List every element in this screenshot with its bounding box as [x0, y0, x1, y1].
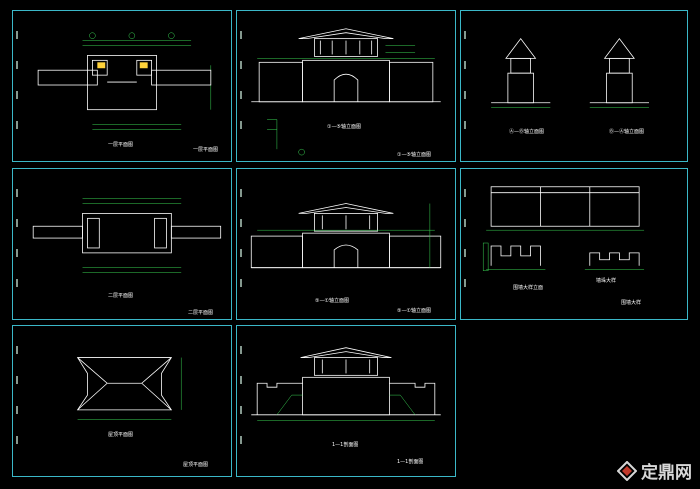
sheet-edge-tick	[240, 279, 242, 287]
sheet-first-floor-plan[interactable]: 一层平面图 一层平面图	[12, 10, 232, 162]
sheet-edge-tick	[240, 189, 242, 197]
sheet-edge-tick	[16, 279, 18, 287]
elevation-5-1-drawing	[250, 203, 442, 269]
sheet-edge-tick	[16, 61, 18, 69]
sheet-note: 二层平面图	[188, 310, 214, 316]
sheet-title-a: Ⓐ—Ⓑ轴立面图	[509, 129, 545, 135]
sheet-title: ①—⑤轴立面图	[327, 124, 361, 130]
sheet-title: ⑤—①轴立面图	[315, 298, 349, 304]
sheet-note: 围墙大样	[621, 300, 642, 306]
sheet-edge-tick	[240, 346, 242, 354]
sheet-section-1-1[interactable]: 1—1剖面图 1—1剖面图	[236, 325, 456, 477]
sheet-edge-tick	[16, 189, 18, 197]
sheet-note: ⑤—①轴立面图	[397, 308, 431, 314]
sheet-edge-tick	[16, 249, 18, 257]
sheet-edge-tick	[16, 346, 18, 354]
sheet-note: 1—1剖面图	[397, 459, 424, 465]
sheet-wall-details[interactable]: 围墙大样立面 墙垛大样 围墙大样	[460, 168, 688, 320]
second-floor-plan-drawing	[32, 198, 222, 273]
sheet-edge-tick	[240, 61, 242, 69]
sheet-edge-tick	[464, 121, 466, 129]
sheet-edge-tick	[464, 219, 466, 227]
sheet-note: 屋顶平面图	[183, 462, 209, 468]
sheet-title: 屋顶平面图	[108, 432, 134, 438]
elevation-1-5-drawing	[251, 28, 441, 156]
sheet-edge-tick	[16, 31, 18, 39]
sheet-title: 一层平面图	[108, 142, 134, 148]
watermark: 定鼎网	[617, 458, 692, 483]
sheet-title-a: 围墙大样立面	[513, 285, 544, 291]
sheet-title: 二层平面图	[108, 293, 134, 299]
sheet-edge-tick	[240, 31, 242, 39]
sheet-title: 1—1剖面图	[332, 442, 359, 448]
sheet-edge-tick	[16, 219, 18, 227]
sheet-edge-tick	[240, 219, 242, 227]
sheet-edge-tick	[240, 436, 242, 444]
sheet-edge-tick	[240, 406, 242, 414]
sheet-edge-tick	[464, 91, 466, 99]
wall-details-drawing	[482, 186, 645, 271]
sheet-elevation-5-1[interactable]: ⑤—①轴立面图 ⑤—①轴立面图	[236, 168, 456, 320]
sheet-second-floor-plan[interactable]: 二层平面图 二层平面图	[12, 168, 232, 320]
sheet-roof-plan[interactable]: 屋顶平面图 屋顶平面图	[12, 325, 232, 477]
sheet-edge-tick	[464, 249, 466, 257]
watermark-text: 定鼎网	[641, 463, 692, 483]
sheet-edge-tick	[16, 121, 18, 129]
sheet-edge-tick	[240, 91, 242, 99]
sheet-title-b: Ⓑ—Ⓐ轴立面图	[609, 129, 645, 135]
sheet-edge-tick	[16, 406, 18, 414]
sheet-edge-tick	[16, 376, 18, 384]
sheet-edge-tick	[464, 279, 466, 287]
sheet-edge-tick	[464, 31, 466, 39]
sheet-edge-tick	[16, 436, 18, 444]
sheet-edge-tick	[464, 61, 466, 69]
sheet-note: 一层平面图	[193, 147, 219, 153]
sheet-title-b: 墙垛大样	[596, 278, 617, 284]
sheet-edge-tick	[240, 249, 242, 257]
first-floor-plan-drawing	[37, 32, 212, 130]
sheet-elevation-1-5[interactable]: ①—⑤轴立面图 ①—⑤轴立面图	[236, 10, 456, 162]
sheet-side-elevations[interactable]: Ⓐ—Ⓑ轴立面图 Ⓑ—Ⓐ轴立面图	[460, 10, 688, 162]
roof-plan-drawing	[76, 357, 182, 420]
sheet-edge-tick	[240, 376, 242, 384]
sheet-edge-tick	[464, 189, 466, 197]
section-1-1-drawing	[251, 347, 441, 421]
sheet-edge-tick	[240, 121, 242, 129]
sheet-edge-tick	[16, 91, 18, 99]
diamond-logo-icon	[617, 460, 637, 481]
sheet-note: ①—⑤轴立面图	[397, 152, 431, 158]
side-elevations-drawing	[491, 37, 649, 108]
